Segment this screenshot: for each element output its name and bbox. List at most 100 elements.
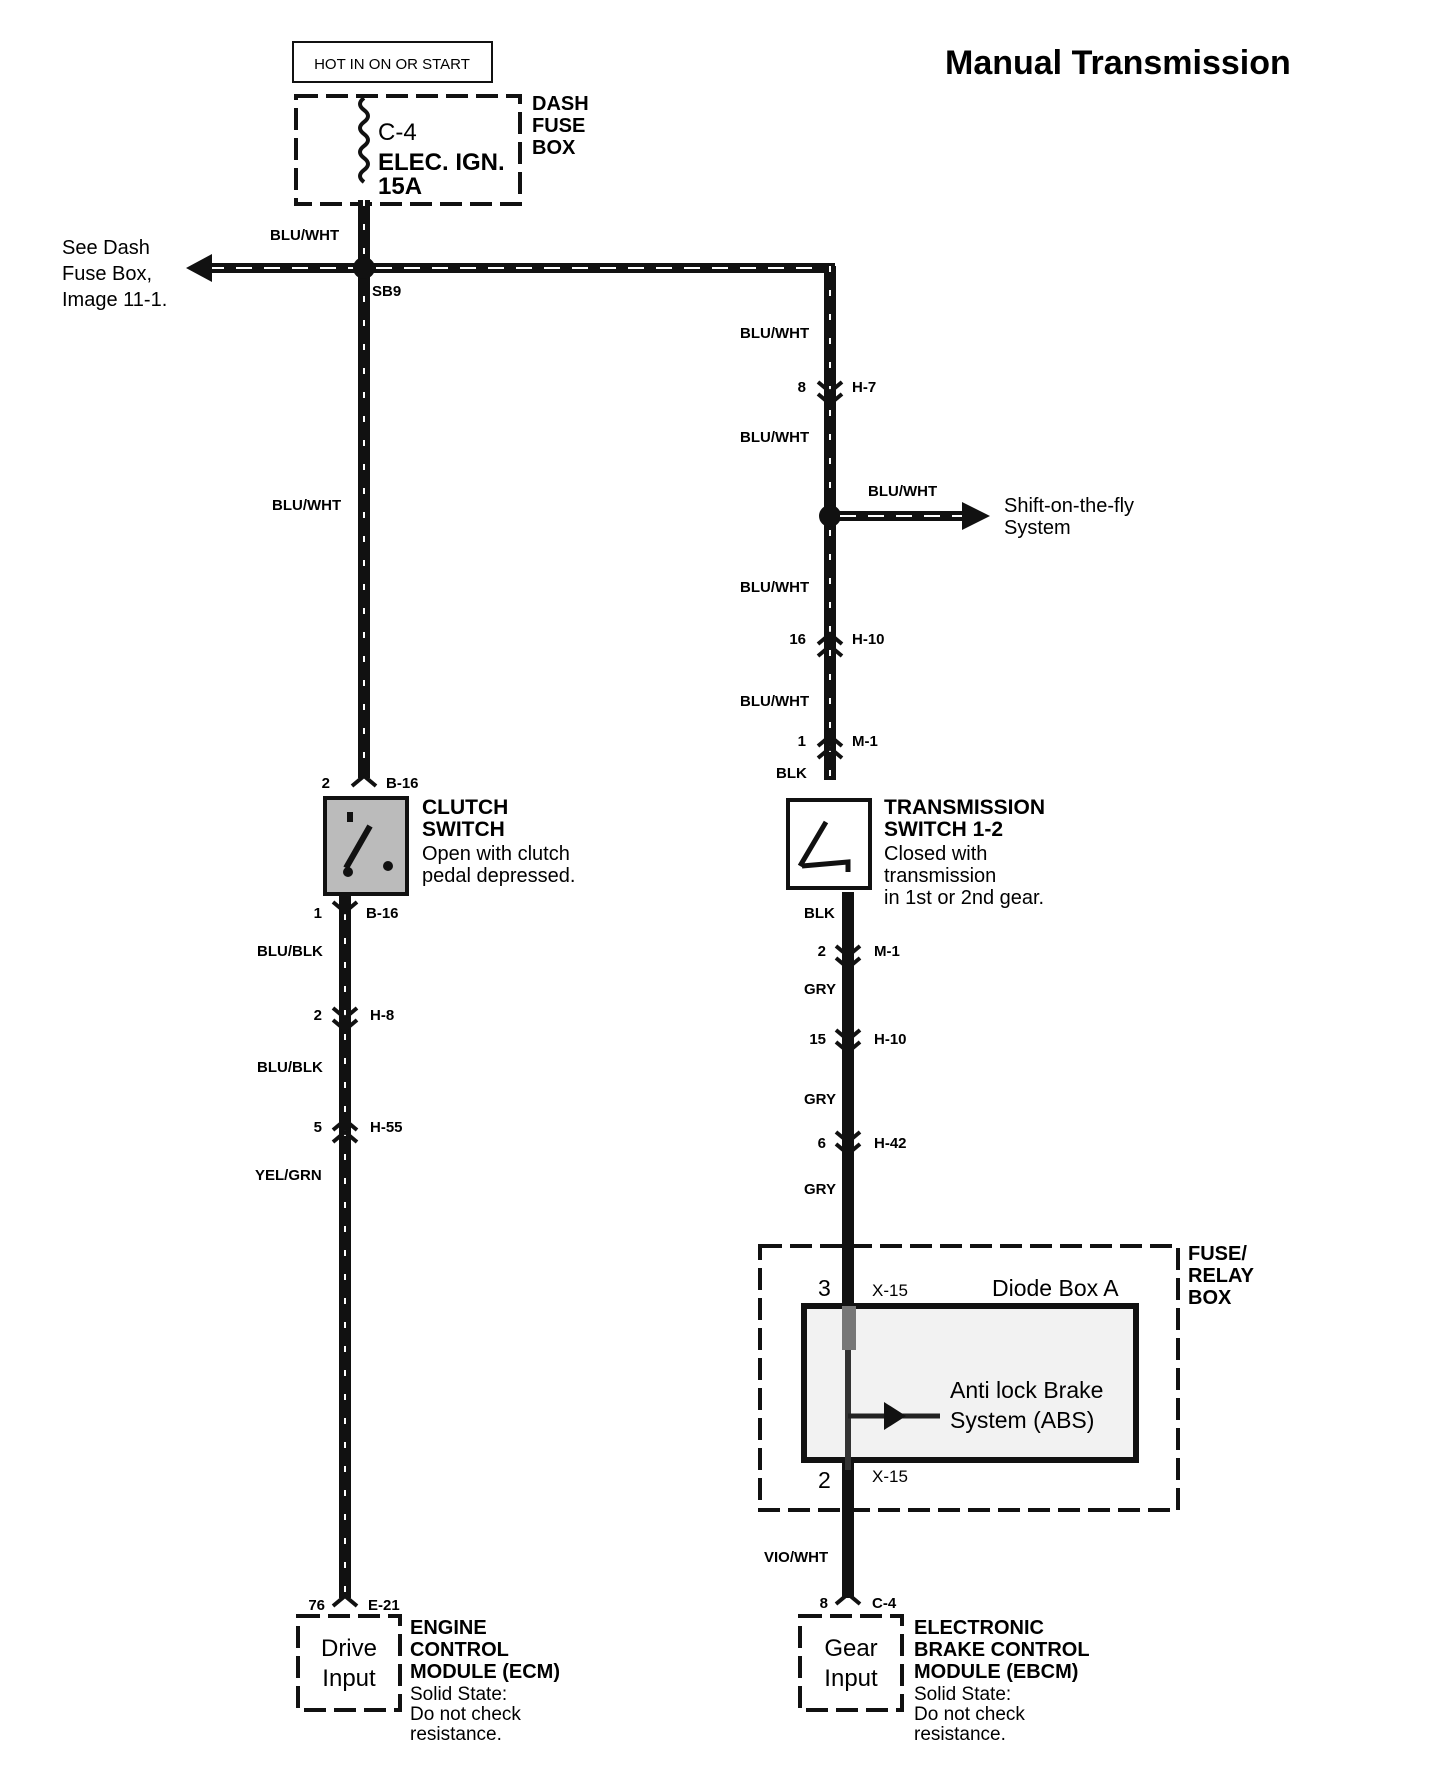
shift-on-the-fly-2: System [1004, 517, 1071, 539]
diode-box-pin: 3 [818, 1275, 831, 1301]
abs-label-1: Anti lock Brake [950, 1377, 1103, 1403]
fuse-name: ELEC. IGN. [378, 149, 505, 176]
svg-text:H-10: H-10 [874, 1031, 907, 1048]
connector: 8 H-7 [798, 379, 876, 407]
wire-label: VIO/WHT [764, 1549, 828, 1566]
wire-label: GRY [804, 1091, 836, 1108]
diode-icon [884, 1402, 906, 1430]
ecm-note-1: Solid State: [410, 1684, 507, 1705]
wire-label: BLK [776, 765, 807, 782]
svg-text:C-4: C-4 [872, 1595, 897, 1612]
dash-fuse-box [294, 94, 522, 206]
dash-fuse-box-label-3: BOX [532, 137, 576, 159]
svg-text:1: 1 [314, 905, 322, 922]
wire-label: BLU/WHT [740, 693, 809, 710]
splice-point [353, 257, 375, 279]
ecm-name-2: CONTROL [410, 1639, 509, 1661]
diode-box-connector: X-15 [872, 1467, 908, 1486]
wire-label: BLU/WHT [740, 429, 809, 446]
connector: 2 H-8 [314, 1006, 394, 1033]
svg-text:1: 1 [798, 733, 806, 750]
svg-text:H-10: H-10 [852, 631, 885, 648]
fuse-icon [358, 96, 370, 184]
ebcm-name-2: BRAKE CONTROL [914, 1639, 1090, 1661]
transmission-switch-desc-3: in 1st or 2nd gear. [884, 887, 1044, 909]
ebcm-note-2: Do not check [914, 1704, 1025, 1725]
ecm-note-2: Do not check [410, 1704, 521, 1725]
transmission-switch-name-1: TRANSMISSION [884, 796, 1045, 819]
connector: 2 B-16 [322, 773, 419, 792]
abs-label-2: System (ABS) [950, 1407, 1094, 1433]
ecm-name-1: ENGINE [410, 1617, 487, 1639]
clutch-switch-icon [323, 796, 409, 896]
ecm-input-1: Drive [321, 1635, 377, 1662]
svg-text:E-21: E-21 [368, 1597, 400, 1614]
connector: 2 M-1 [818, 943, 900, 971]
wire-label: BLU/BLK [257, 1059, 323, 1076]
connector: 5 H-55 [314, 1117, 403, 1144]
transmission-switch-desc-2: transmission [884, 865, 996, 887]
clutch-switch-name-2: SWITCH [422, 818, 505, 841]
svg-text:8: 8 [798, 379, 806, 396]
see-ref-3: Image 11-1. [62, 289, 167, 311]
ebcm-input-2: Input [824, 1665, 878, 1692]
connector: 6 H-42 [818, 1130, 907, 1157]
svg-text:2: 2 [314, 1007, 322, 1024]
transmission-switch-desc-1: Closed with [884, 843, 987, 865]
svg-text:H-55: H-55 [370, 1119, 403, 1136]
ebcm-name-3: MODULE (EBCM) [914, 1661, 1078, 1683]
svg-text:M-1: M-1 [852, 733, 878, 750]
wire-label: BLK [804, 905, 835, 922]
power-label-box [292, 41, 493, 83]
ebcm-note-3: resistance. [914, 1724, 1006, 1745]
ebcm-name-1: ELECTRONIC [914, 1617, 1044, 1639]
ebcm-note-1: Solid State: [914, 1684, 1011, 1705]
wire-label: BLU/BLK [257, 943, 323, 960]
dash-fuse-box-label-1: DASH [532, 93, 589, 115]
dash-fuse-box-label-2: FUSE [532, 115, 585, 137]
fuse-relay-box-label-3: BOX [1188, 1287, 1232, 1309]
fuse-relay-box-label-2: RELAY [1188, 1265, 1255, 1287]
diagram-title: Manual Transmission [945, 44, 1291, 82]
connector: 16 H-10 [789, 631, 885, 658]
svg-text:5: 5 [314, 1119, 322, 1136]
connector: 15 H-10 [809, 1028, 907, 1055]
svg-text:6: 6 [818, 1135, 826, 1152]
connector: 1 B-16 [314, 900, 399, 922]
diode-box-name: Diode Box A [992, 1275, 1119, 1301]
connector: 8 C-4 [820, 1591, 897, 1612]
wire-bus [208, 263, 835, 278]
svg-text:2: 2 [322, 775, 330, 792]
ebcm-input-1: Gear [824, 1635, 877, 1662]
wire-label: BLU/WHT [270, 227, 339, 244]
wire-label: BLU/WHT [740, 325, 809, 342]
svg-text:2: 2 [818, 943, 826, 960]
wire-label: YEL/GRN [255, 1167, 322, 1184]
wire-label: BLU/WHT [868, 483, 937, 500]
wire-label: GRY [804, 1181, 836, 1198]
fuse-id: C-4 [378, 119, 417, 146]
power-label: HOT IN ON OR START [314, 56, 470, 73]
fuse-rating: 15A [378, 173, 422, 200]
see-ref-2: Fuse Box, [62, 263, 152, 285]
svg-text:16: 16 [789, 631, 806, 648]
svg-text:H-42: H-42 [874, 1135, 907, 1152]
connector: 1 M-1 [798, 733, 878, 760]
fuse-relay-box [758, 1244, 1180, 1512]
svg-text:76: 76 [308, 1597, 325, 1614]
arrow-right-icon [962, 502, 990, 530]
svg-text:M-1: M-1 [874, 943, 900, 960]
clutch-switch-desc-2: pedal depressed. [422, 865, 575, 887]
clutch-switch-name-1: CLUTCH [422, 796, 508, 819]
shift-on-the-fly-1: Shift-on-the-fly [1004, 495, 1134, 517]
svg-text:H-7: H-7 [852, 379, 876, 396]
connector: 76 E-21 [308, 1593, 400, 1614]
arrow-left-icon [186, 254, 212, 282]
svg-text:B-16: B-16 [386, 775, 419, 792]
ecm-box [296, 1614, 402, 1712]
svg-text:15: 15 [809, 1031, 826, 1048]
wire-label: BLU/WHT [272, 497, 341, 514]
ecm-input-2: Input [322, 1665, 376, 1692]
see-ref-1: See Dash [62, 237, 150, 259]
